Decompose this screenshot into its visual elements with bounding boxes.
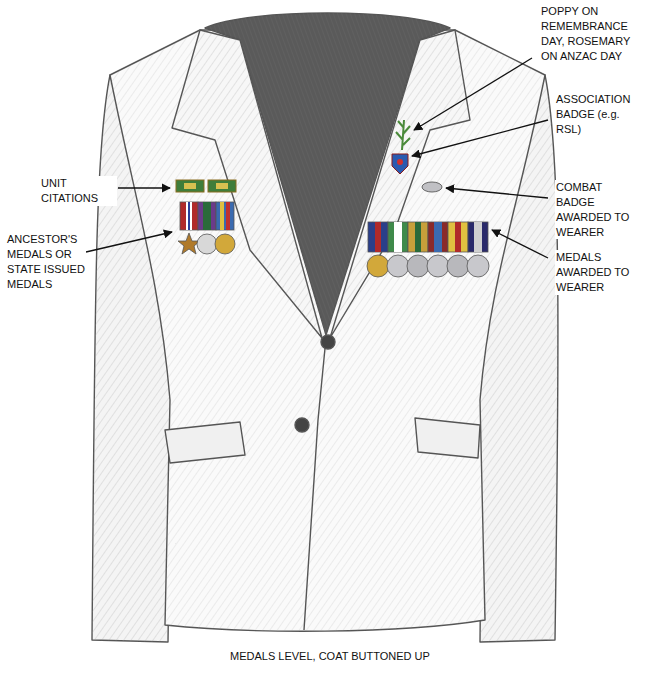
wearer-medals [387, 255, 409, 277]
wearer-medals [474, 222, 482, 252]
combat-badge [422, 182, 442, 192]
ancestor-medals [226, 202, 230, 230]
right-lapel-shade [330, 30, 470, 338]
ancestor-medals [220, 202, 224, 230]
wearer-medals [388, 222, 408, 252]
wearer-medals [468, 222, 488, 252]
left-lapel [172, 30, 322, 338]
callout-label: ASSOCIATION BADGE (e.g. RSL) [555, 92, 642, 137]
ancestor-medals [197, 234, 217, 254]
right-pocket [415, 418, 480, 458]
caption: MEDALS LEVEL, COAT BUTTONED UP [230, 650, 430, 662]
wearer-medals [415, 222, 421, 252]
association-badge [392, 154, 408, 174]
button [321, 335, 335, 349]
leader-lines [412, 120, 548, 156]
right-lapel [330, 30, 470, 338]
wearer-medals [434, 222, 442, 252]
left-lapel-shade [172, 30, 322, 338]
wearer-medals [368, 222, 388, 252]
callout-label: ANCESTOR'S MEDALS OR STATE ISSUED MEDALS [6, 232, 86, 291]
leader-lines [414, 58, 532, 130]
leader-lines [118, 187, 170, 188]
wearer-medals [427, 255, 449, 277]
ancestor-medals [203, 202, 211, 230]
association-badge [397, 159, 403, 165]
wearer-medals [467, 255, 489, 277]
ancestor-medals [198, 202, 216, 230]
wearer-medals [408, 222, 428, 252]
wearer-medals [375, 222, 381, 252]
unit-citations [184, 183, 196, 189]
ancestor-medals [215, 234, 235, 254]
callout-label: MEDALS AWARDED TO WEARER [555, 250, 637, 295]
jacket [92, 13, 558, 642]
leader-lines [86, 58, 548, 258]
ancestor-medals [186, 202, 192, 230]
wearer-medals [448, 222, 468, 252]
callout-label: COMBAT BADGE AWARDED TO WEARER [555, 180, 637, 239]
ancestor-medals [180, 202, 198, 230]
callout-label: POPPY ON REMEMBRANCE DAY, ROSEMARY ON AN… [540, 4, 637, 63]
unit-citations [208, 180, 236, 192]
rosemary-sprig [396, 120, 410, 150]
leader-lines [492, 230, 548, 258]
wearer-medals [367, 255, 389, 277]
front-edge [304, 338, 326, 630]
unit-citations [216, 183, 228, 189]
left-pocket [165, 422, 245, 463]
unit-citations [176, 180, 204, 192]
ancestor-medals [188, 202, 190, 230]
leader-lines [446, 188, 548, 198]
wearer-medals [428, 222, 448, 252]
button [295, 418, 309, 432]
lapel-items [392, 120, 442, 192]
wearer-medals [447, 255, 469, 277]
ancestor-medals [216, 202, 234, 230]
wearer-medals [367, 222, 489, 277]
wearer-medals [455, 222, 461, 252]
ancestor-medals [178, 202, 235, 254]
wearer-medals [407, 255, 429, 277]
wearer-medals [394, 222, 402, 252]
callout-label: UNIT CITATIONS [40, 176, 117, 206]
leader-lines [86, 232, 172, 252]
unit-citations [176, 180, 236, 192]
